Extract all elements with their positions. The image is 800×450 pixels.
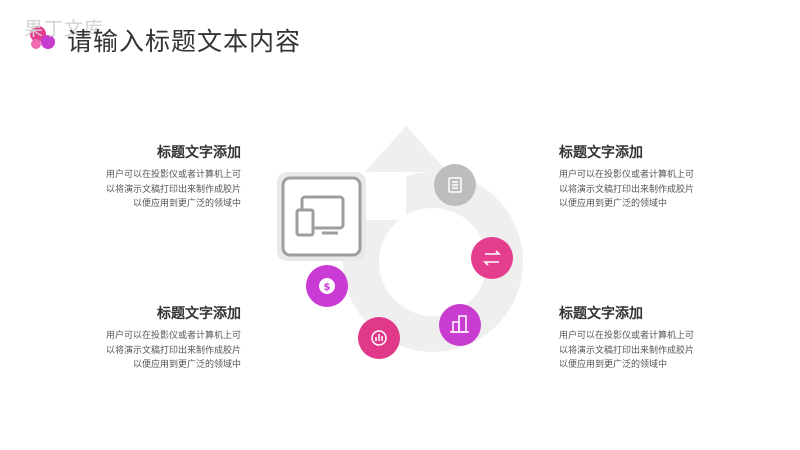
- dollar-gear-circle: $: [306, 265, 348, 307]
- text-block-bottom-right: 标题文字添加 用户可以在投影仪或者计算机上可 以将演示文稿打印出来制作成胶片 以…: [559, 303, 759, 373]
- block-line: 用户可以在投影仪或者计算机上可: [105, 331, 241, 341]
- block-heading: 标题文字添加: [157, 306, 241, 322]
- building-icon: [450, 315, 469, 333]
- notebook-icon: [448, 177, 462, 193]
- block-line: 以便应用到更广泛的领域中: [559, 360, 668, 370]
- block-line: 用户可以在投影仪或者计算机上可: [559, 170, 695, 180]
- block-line: 以将演示文稿打印出来制作成胶片: [559, 345, 695, 356]
- cycle-arrow-gap: [360, 172, 406, 220]
- chart-badge-icon: [371, 330, 387, 346]
- logo-icon: [30, 26, 55, 49]
- block-heading: 标题文字添加: [157, 145, 241, 161]
- dollar-gear-icon: $: [319, 278, 335, 294]
- block-line: 以便应用到更广泛的领域中: [132, 360, 241, 370]
- block-line: 以将演示文稿打印出来制作成胶片: [105, 345, 241, 356]
- chart-badge-circle: [358, 317, 400, 359]
- block-heading: 标题文字添加: [559, 145, 643, 161]
- devices-icon: [295, 195, 345, 237]
- block-line: 以便应用到更广泛的领域中: [132, 199, 241, 209]
- text-block-top-left: 标题文字添加 用户可以在投影仪或者计算机上可 以将演示文稿打印出来制作成胶片 以…: [41, 142, 241, 212]
- transfer-circle: [471, 237, 513, 279]
- page-title: 请输入标题文本内容: [67, 27, 302, 56]
- block-line: 以便应用到更广泛的领域中: [559, 199, 668, 209]
- cycle-arrowhead: [365, 126, 448, 172]
- block-heading: 标题文字添加: [559, 306, 643, 322]
- block-line: 以将演示文稿打印出来制作成胶片: [105, 184, 241, 195]
- text-block-bottom-left: 标题文字添加 用户可以在投影仪或者计算机上可 以将演示文稿打印出来制作成胶片 以…: [41, 303, 241, 373]
- block-line: 用户可以在投影仪或者计算机上可: [559, 331, 695, 341]
- building-circle: [439, 304, 481, 346]
- block-line: 用户可以在投影仪或者计算机上可: [105, 170, 241, 180]
- text-block-top-right: 标题文字添加 用户可以在投影仪或者计算机上可 以将演示文稿打印出来制作成胶片 以…: [559, 142, 759, 212]
- transfer-icon: [483, 250, 501, 266]
- notebook-circle: [434, 164, 476, 206]
- watermark: 果丁文库: [24, 18, 105, 40]
- center-device-box: [277, 172, 366, 261]
- svg-text:$: $: [324, 282, 331, 293]
- block-line: 以将演示文稿打印出来制作成胶片: [559, 184, 695, 195]
